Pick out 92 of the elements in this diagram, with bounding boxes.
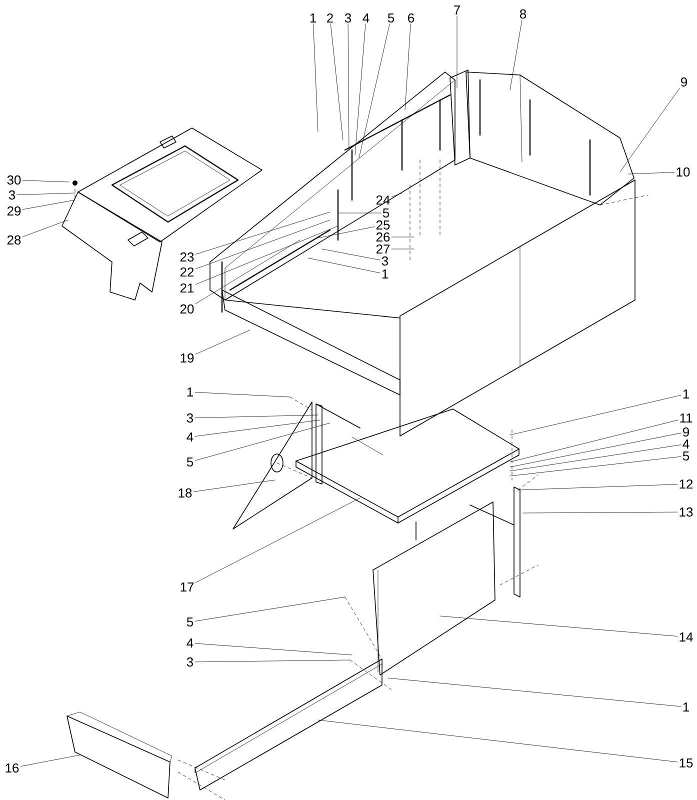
callout-number: 5 (186, 457, 194, 467)
callout-number: 3 (8, 190, 16, 200)
callout-number: 28 (7, 235, 21, 245)
callout-number: 23 (180, 252, 194, 262)
leader-line (195, 498, 360, 583)
leader-line (308, 258, 380, 274)
leader-line (194, 420, 320, 437)
leader-line (510, 394, 682, 436)
callout-number: 3 (186, 413, 194, 423)
callout-number: 12 (680, 479, 693, 489)
callout-number: 5 (682, 451, 690, 461)
leader-line (318, 226, 375, 238)
leader-line (16, 192, 76, 196)
callout-number: 10 (676, 167, 690, 177)
callout-number: 27 (376, 244, 390, 254)
leader-line (510, 444, 682, 472)
callout-number: 4 (682, 440, 690, 448)
callout-number: 4 (186, 638, 194, 648)
leader-line (194, 422, 330, 461)
callout-number: 16 (6, 763, 19, 773)
leader-line (22, 200, 76, 210)
callout-number: 6 (408, 13, 414, 23)
leader-line (194, 660, 350, 662)
leader-line (195, 330, 250, 354)
callout-number: 20 (180, 304, 194, 314)
callout-number: 19 (180, 353, 194, 363)
callout-number: 8 (520, 9, 526, 19)
callout-number: 1 (187, 388, 193, 396)
callout-number: 9 (681, 77, 687, 87)
callout-number: 15 (680, 758, 693, 768)
callout-number: 7 (454, 6, 460, 14)
leader-line (22, 180, 70, 182)
callout-number: 25 (376, 220, 390, 230)
callout-number: 5 (382, 208, 390, 218)
leader-line (620, 88, 680, 172)
leader-line (391, 236, 414, 238)
leader-line (391, 192, 402, 198)
leader-line (313, 24, 318, 132)
callout-number: 3 (344, 13, 352, 23)
leader-line (404, 24, 411, 110)
leader-line (358, 24, 390, 158)
leader-line (510, 420, 678, 462)
leader-line (22, 220, 68, 237)
leader-line (338, 212, 382, 214)
callout-number: 30 (7, 175, 21, 185)
leader-line (522, 512, 678, 514)
leader-line (322, 248, 380, 260)
callout-number: 4 (186, 432, 194, 442)
callout-number: 1 (683, 702, 689, 712)
leader-line (456, 16, 458, 88)
callout-number: 9 (683, 427, 689, 437)
leader-line (193, 480, 276, 492)
callout-number: 22 (180, 267, 194, 277)
callout-number: 3 (382, 256, 388, 266)
leader-line (195, 226, 338, 285)
leader-line (195, 212, 330, 254)
leader-line (194, 414, 318, 418)
leader-line (518, 484, 678, 490)
callout-number: 1 (382, 270, 388, 278)
leader-line (318, 720, 678, 762)
leader-line (628, 172, 675, 174)
callout-number: 24 (376, 195, 390, 205)
leader-line (391, 248, 414, 250)
callout-number: 3 (186, 657, 194, 667)
leader-line (348, 24, 350, 150)
leader-line (510, 20, 522, 90)
leader-line (195, 220, 330, 270)
leader-line (510, 456, 682, 476)
leader-line (330, 24, 344, 140)
callout-number: 1 (310, 14, 316, 22)
leader-line (195, 240, 300, 304)
leader-line (388, 678, 682, 707)
leader-line (194, 596, 346, 622)
callout-number: 29 (7, 206, 21, 216)
callout-number: 5 (186, 617, 194, 627)
leader-line (440, 616, 678, 636)
callout-number: 2 (327, 13, 333, 23)
callout-number: 17 (180, 582, 194, 592)
callout-number: 5 (388, 13, 394, 23)
leader-line (194, 392, 290, 398)
callout-number: 13 (680, 507, 693, 517)
callout-number: 11 (680, 414, 692, 422)
callout-number: 26 (376, 232, 390, 242)
callout-number: 4 (362, 14, 370, 22)
leader-line (194, 643, 352, 656)
callout-number: 14 (680, 632, 693, 642)
leader-line (20, 754, 80, 767)
callout-number: 18 (178, 488, 192, 498)
callout-number: 21 (180, 283, 194, 293)
leader-line (354, 24, 366, 156)
leader-line (510, 432, 682, 468)
callout-number: 1 (683, 390, 689, 398)
